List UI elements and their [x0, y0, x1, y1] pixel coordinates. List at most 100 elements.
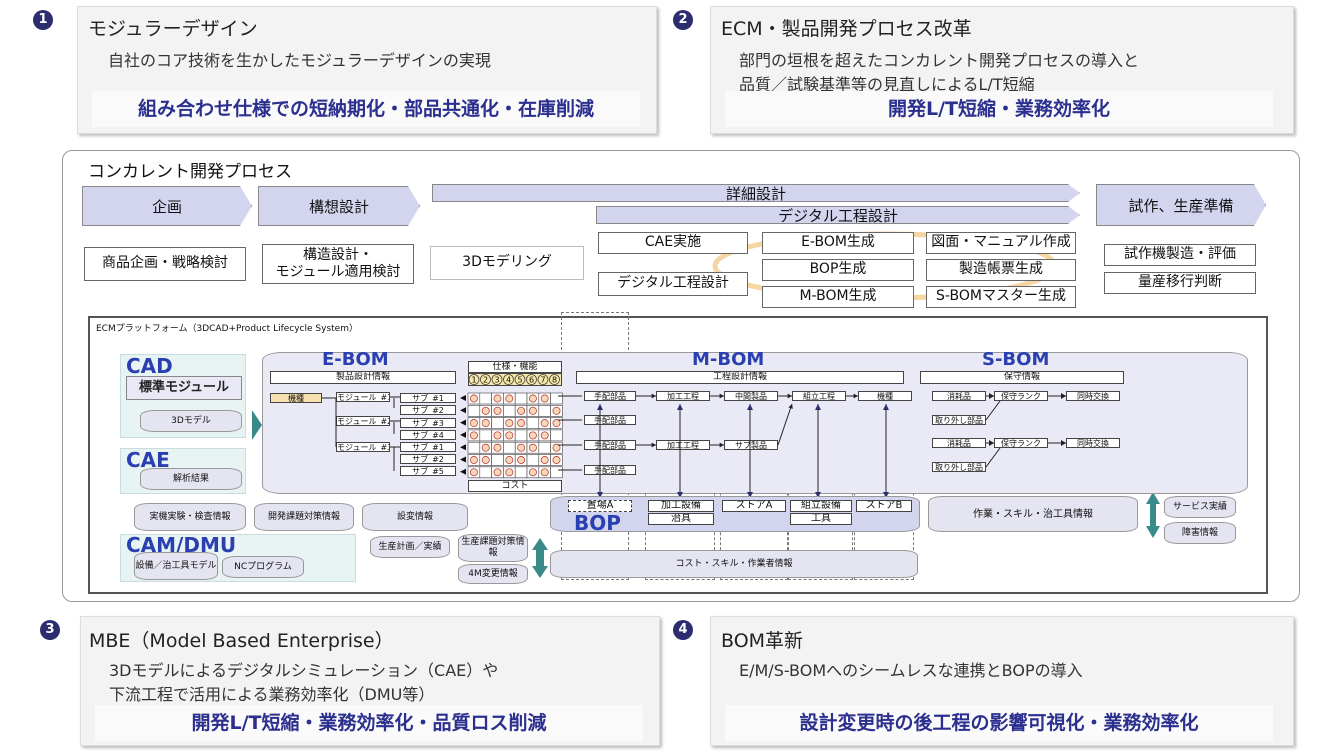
sbom-flow: [985, 393, 1066, 468]
phase-kikaku: 企画: [82, 186, 252, 226]
matrix-cell: [479, 429, 492, 442]
matrix-mark: [552, 406, 561, 415]
matrix-mark: [517, 456, 526, 464]
task-digital-process: デジタル工程設計: [598, 272, 748, 296]
sub-box: サブ_#2: [400, 454, 456, 464]
kakou-setsubi-box: 加工設備: [648, 500, 714, 512]
cylinder-devissue: 開発課題対策情報: [254, 503, 354, 531]
task-ebom: E-BOM生成: [762, 232, 914, 254]
matrix-mark: [481, 406, 490, 415]
spec-number-circle: [526, 374, 537, 385]
cylinder-service: サービス実績: [1164, 496, 1236, 518]
arrowhead-icon: [747, 404, 753, 410]
card-desc: 3Dモデルによるデジタルシミュレーション（CAE）や: [109, 661, 499, 680]
matrix-mark: [528, 406, 537, 415]
ebom-info: 製品設計情報: [270, 371, 456, 384]
cost-box: コスト: [468, 480, 562, 492]
arrowhead-icon: [883, 404, 889, 410]
connector-line: [985, 400, 1001, 421]
concurrent-process-frame: [62, 150, 1300, 602]
matrix-mark: [469, 468, 478, 477]
douji-box: 同時交換: [1066, 438, 1120, 448]
spec-number-label: 5: [517, 376, 522, 385]
matrix-cell: [526, 454, 540, 466]
spec-number-circle: [514, 374, 526, 385]
mbom-flow: [597, 393, 889, 498]
matrix-mark: [469, 394, 478, 403]
matrix-cell: [479, 392, 492, 405]
arrowhead-icon: [787, 393, 792, 399]
connector-line: [985, 447, 1001, 468]
sub-box: サブ_#1: [400, 442, 456, 452]
matrix-cell: [550, 429, 563, 442]
cylinder-4m: 4M変更情報: [458, 564, 528, 584]
number-badge-3: 3: [40, 620, 60, 640]
matrix-mark: [505, 419, 514, 428]
matrix-cell: [503, 404, 516, 417]
storeB-box: ストアB: [856, 500, 912, 512]
task-chouhyou: 製造帳票生成: [926, 259, 1076, 281]
phase-shisaku: 試作、生産準備: [1096, 184, 1266, 226]
matrix-mark: [469, 431, 478, 440]
card-bom: BOM革新 E/M/S-BOMへのシームレスな連携とBOPの導入 設計変更時の後…: [710, 616, 1294, 746]
storeA-box: ストアA: [722, 500, 786, 512]
cylinder-nc: NCプログラム: [222, 556, 304, 578]
task-bop: BOP生成: [762, 259, 914, 281]
arrowhead-icon: [677, 492, 683, 498]
arrowhead-icon: [651, 393, 656, 399]
matrix-mark: [481, 419, 490, 428]
spec-number-label: 6: [529, 376, 534, 385]
mbom-info: 工程設計情報: [576, 371, 904, 384]
cad-title: CAD: [126, 354, 173, 378]
matrix-cell: [467, 404, 481, 417]
matrix-mark: [517, 419, 526, 428]
row-arrow-icon: [460, 419, 466, 426]
spec-header: 仕様・機能: [468, 361, 562, 373]
matrix-mark: [505, 468, 514, 477]
number-badge-4: 4: [673, 620, 693, 640]
arrowhead-icon: [1061, 393, 1066, 399]
matrix-cell: [467, 441, 481, 454]
torihazushi-box: 取り外し部品: [932, 415, 986, 425]
card-title: モジュラーデザイン: [88, 18, 258, 40]
matrix-cell: [491, 417, 504, 429]
matrix-cell: [526, 417, 540, 429]
arrowhead-icon: [719, 442, 724, 448]
arrowhead-icon: [719, 393, 724, 399]
tehai-box: 手配部品: [584, 415, 636, 425]
kakou-box: 加工工程: [656, 440, 710, 450]
cylinder-prodplan: 生産計画／実績: [370, 536, 450, 558]
spec-number-label: 7: [540, 376, 545, 385]
spec-number-label: 3: [494, 376, 499, 385]
spec-number-circle: [537, 374, 549, 385]
mod1-box: モジュール_#1: [336, 392, 390, 402]
kiki-box: 機種: [270, 393, 322, 403]
kumitate-setsubi-box: 組立設備: [790, 500, 852, 512]
card-desc: 品質／試験基準等の見直しによるL/T短縮: [739, 75, 1035, 94]
spec-number-circle: [468, 374, 480, 385]
card-desc: 下流工程で活用による業務効率化（DMU等）: [109, 685, 435, 704]
matrix-cell: [538, 404, 551, 417]
matrix-mark: [493, 468, 502, 477]
matrix-mark: [505, 456, 514, 464]
jigu-box: 治具: [648, 513, 714, 525]
matrix-cell: [491, 454, 504, 466]
tehai-box: 手配部品: [584, 391, 636, 401]
task-zumen: 図面・マニュアル作成: [926, 232, 1076, 254]
matrix-mark: [528, 394, 537, 403]
matrix-mark: [552, 443, 561, 452]
arrowhead-icon: [651, 442, 656, 448]
task-shisakuki: 試作機製造・評価: [1104, 244, 1256, 266]
spec-number-circle: [491, 374, 503, 385]
card-desc: 部門の垣根を超えたコンカレント開発プロセスの導入と: [739, 51, 1140, 70]
mbom-title: M-BOM: [692, 349, 765, 370]
double-arrow-icon: [532, 538, 548, 578]
hoshu-info: 保守情報: [920, 371, 1124, 384]
arrowhead-icon: [1061, 440, 1066, 446]
matrix-cell: [550, 466, 563, 479]
sub-box: サブ_#1: [400, 393, 456, 403]
task-ryousan: 量産移行判断: [1104, 272, 1256, 294]
arrowhead-icon: [883, 492, 889, 498]
matrix-mark: [528, 443, 537, 452]
